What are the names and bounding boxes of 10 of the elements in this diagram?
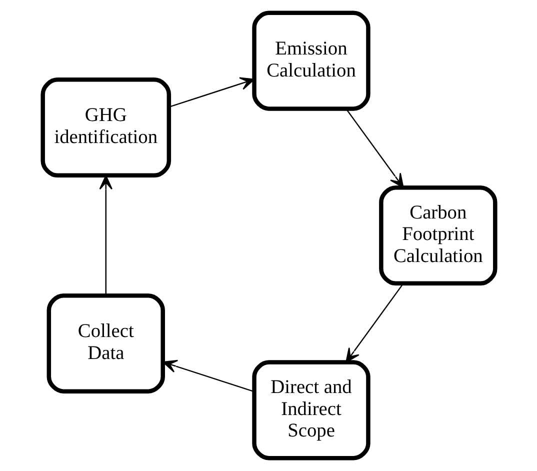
node-box: Carbon Footprint Calculation	[378, 186, 497, 286]
arrow	[168, 77, 254, 108]
arrow	[345, 283, 404, 363]
node-box: Direct and Indirect Scope	[252, 360, 370, 460]
node-box: Emission Calculation	[252, 10, 370, 111]
node-box: GHG identification	[40, 78, 171, 178]
arrow	[345, 108, 404, 188]
arrow	[162, 360, 254, 392]
node-box: Collect Data	[46, 293, 164, 394]
arrow	[98, 175, 112, 296]
